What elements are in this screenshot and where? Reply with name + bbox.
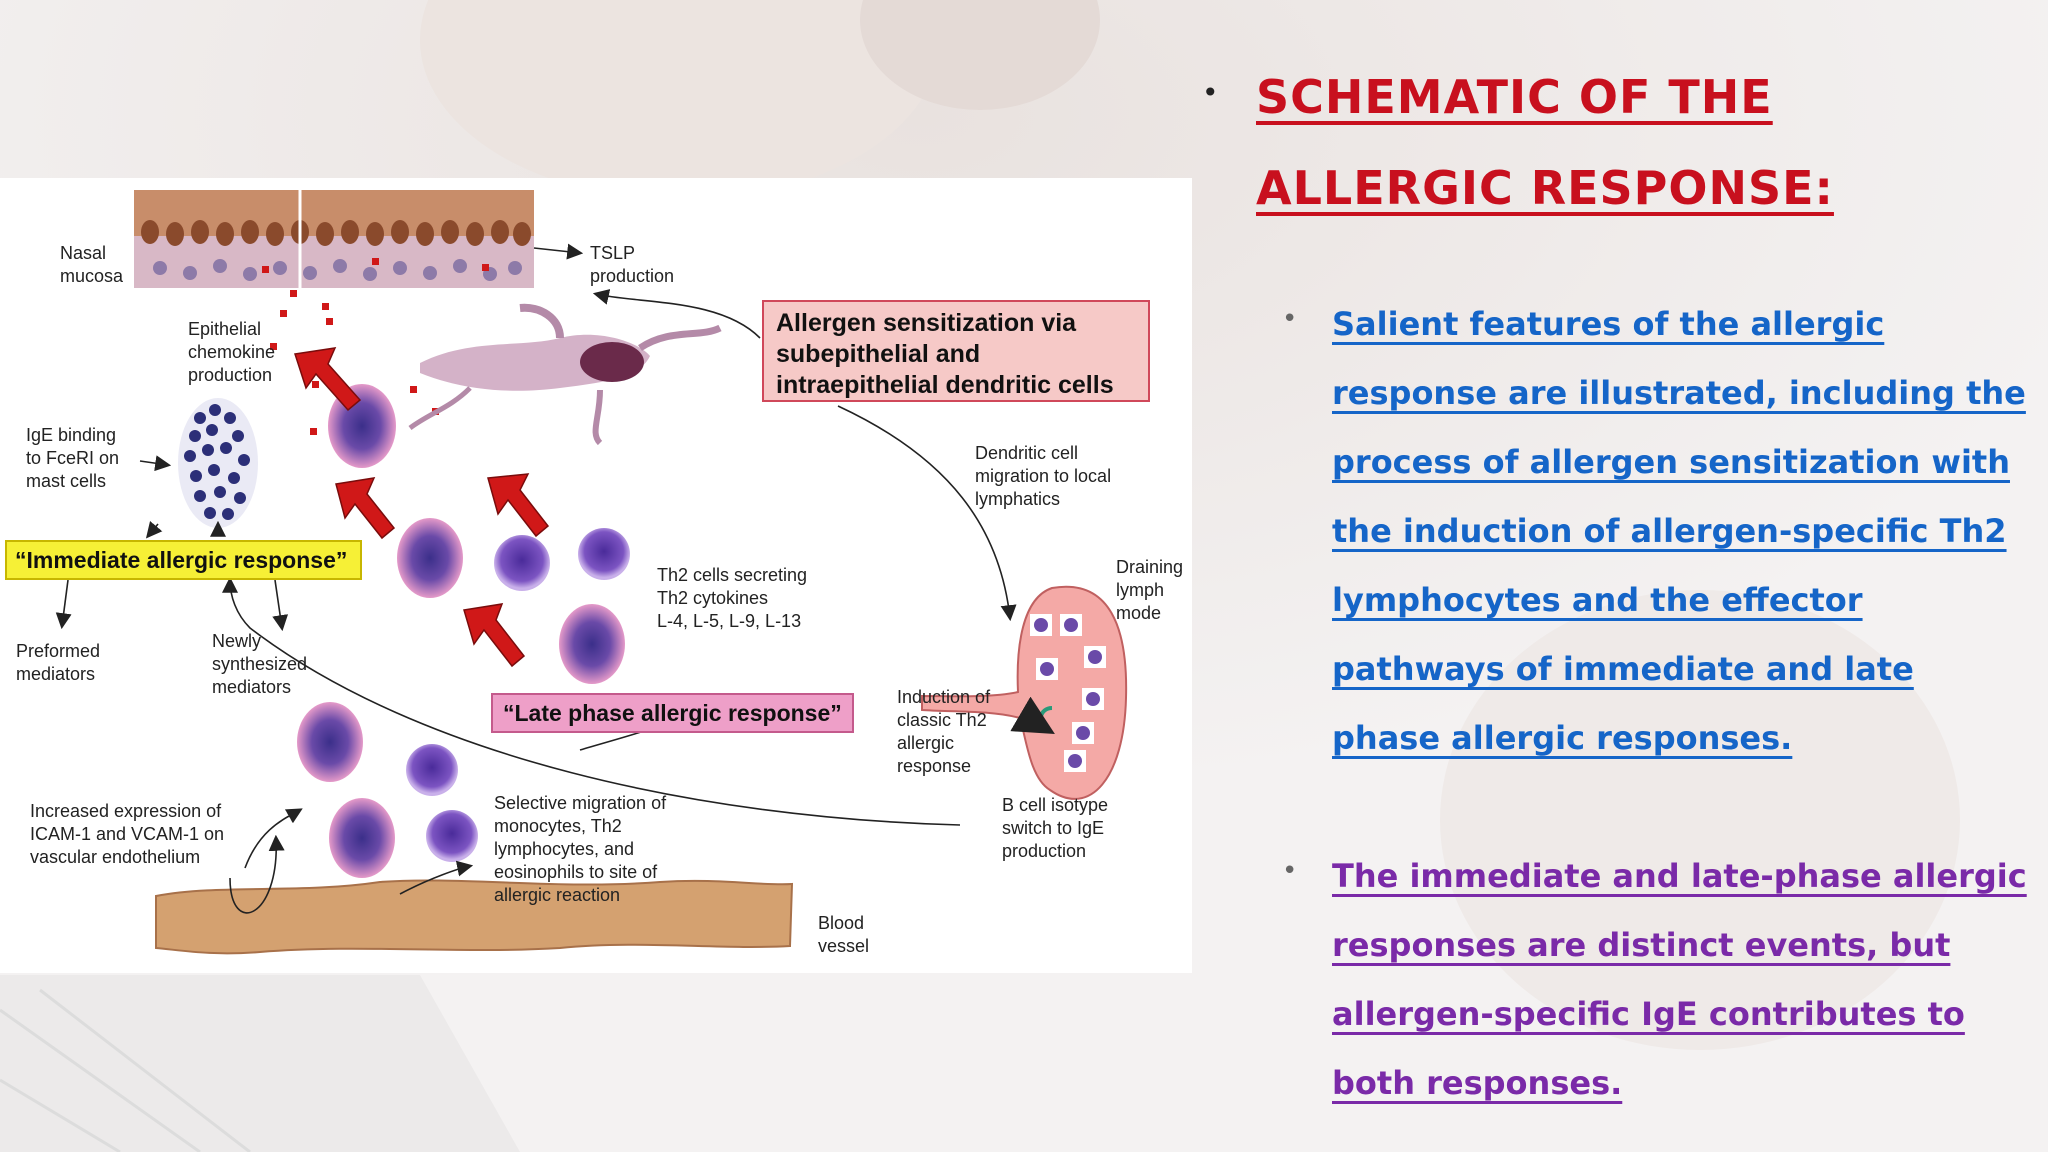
lymphocyte-cells — [406, 528, 630, 862]
bullet-salient-features: Salient features of the allergic respons… — [1332, 305, 2026, 757]
mast-cell — [178, 398, 258, 528]
box-late-phase-response: “Late phase allergic response” — [491, 693, 854, 733]
slide-text-column: • SCHEMATIC OF THE ALLERGIC RESPONSE: • … — [1202, 0, 2042, 1152]
label-preformed-mediators: Preformed mediators — [16, 641, 101, 684]
eosinophil-cells — [297, 384, 625, 878]
bullet-marker: • — [1282, 304, 1298, 334]
label-th2-cells: Th2 cells secreting Th2 cytokines L-4, L… — [657, 565, 808, 631]
allergic-response-diagram: Nasal mucosa TSLP production Epithelial … — [0, 178, 1192, 973]
slide-title: SCHEMATIC OF THE ALLERGIC RESPONSE: — [1256, 70, 1834, 215]
red-arrows — [294, 347, 550, 668]
nasal-mucosa-tissue — [134, 190, 534, 288]
label-nasal-mucosa: Nasal mucosa — [60, 243, 124, 286]
label-increased-expression: Increased expression of ICAM-1 and VCAM-… — [30, 801, 225, 867]
diagram-graphics — [55, 190, 1128, 955]
label-b-cell-switch: B cell isotype switch to IgE production — [1002, 795, 1109, 861]
box-immediate-response: “Immediate allergic response” — [5, 540, 362, 580]
label-blood-vessel: Blood vessel — [818, 913, 870, 956]
dendritic-cell — [408, 303, 722, 446]
label-draining-lymph: Draining lymph mode — [1116, 557, 1184, 623]
label-newly-synthesized: Newly synthesized mediators — [212, 631, 308, 697]
draining-lymph-node — [921, 585, 1128, 800]
label-dendritic-migration: Dendritic cell migration to local lympha… — [975, 443, 1112, 509]
box-allergen-sensitization: Allergen sensitization via subepithelial… — [762, 300, 1150, 402]
bullet-immediate-late-phase: The immediate and late-phase allergic re… — [1332, 857, 2027, 1102]
label-tslp-production: TSLP production — [590, 243, 675, 286]
label-ige-binding: IgE binding to FceRI on mast cells — [26, 425, 120, 491]
blood-vessel — [155, 879, 794, 955]
title-bullet: • — [1202, 76, 1219, 109]
connector-arrows — [55, 243, 1017, 914]
label-induction-th2: Induction of classic Th2 allergic respon… — [897, 687, 991, 776]
label-epithelial-chemokine: Epithelial chemokine production — [188, 319, 276, 385]
label-selective-migration: Selective migration of monocytes, Th2 ly… — [494, 793, 667, 905]
bullet-marker: • — [1282, 856, 1298, 886]
